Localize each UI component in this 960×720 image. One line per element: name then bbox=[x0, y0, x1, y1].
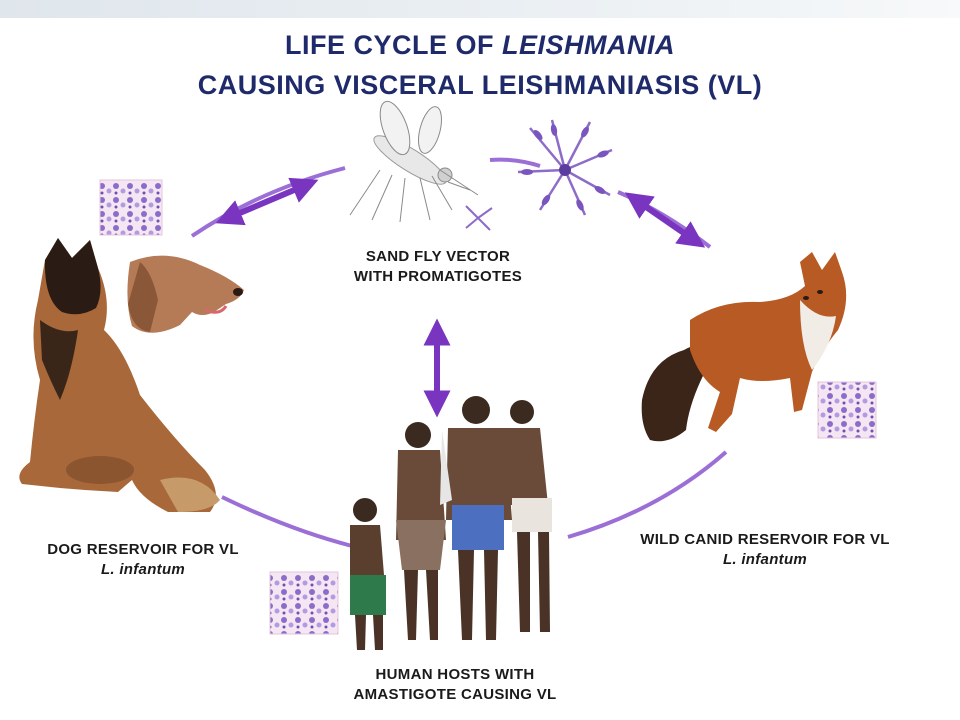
diagram-title-line1: LIFE CYCLE OF LEISHMANIA bbox=[284, 30, 675, 60]
sand-fly-vector-label: SAND FLY VECTOR WITH PROMATIGOTES bbox=[353, 248, 523, 285]
vector-wild-arrow bbox=[624, 192, 706, 248]
dog-reservoir-label: DOG RESERVOIR FOR VL L. infantum bbox=[47, 541, 239, 578]
human-hosts-label: HUMAN HOSTS WITH AMASTIGOTE CAUSING VL bbox=[353, 666, 557, 703]
cycle-arrows bbox=[190, 157, 728, 548]
amastigote-smear-icon bbox=[99, 179, 163, 236]
dog-icon bbox=[19, 238, 220, 512]
diagram-title-line2: CAUSING VISCERAL LEISHMANIASIS (VL) bbox=[197, 70, 763, 100]
dog-vector-arrow bbox=[215, 177, 319, 226]
amastigote-smear-icon bbox=[817, 381, 877, 439]
top-banner bbox=[0, 0, 960, 18]
sand-fly-icon bbox=[349, 100, 479, 223]
human-group-icon bbox=[350, 396, 552, 650]
fox-icon bbox=[641, 252, 847, 442]
amastigote-smear-icon bbox=[269, 571, 339, 635]
promastigote-cluster-icon bbox=[465, 119, 613, 231]
dog-head-icon bbox=[127, 255, 244, 333]
wild-canid-reservoir-label: WILD CANID RESERVOIR FOR VL L. infantum bbox=[640, 531, 890, 568]
